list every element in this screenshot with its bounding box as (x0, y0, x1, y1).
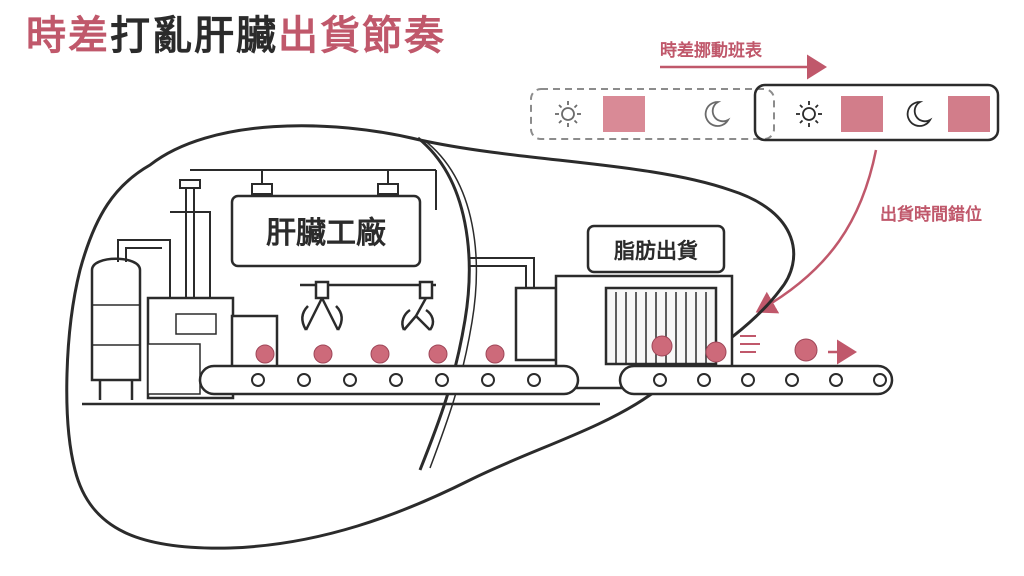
shifted-shipping-label: 出貨時間錯位 (880, 204, 982, 225)
liver-outline (65, 124, 796, 550)
moon-icon (906, 101, 933, 127)
storage-tank (90, 257, 142, 400)
shifted-night-block (948, 96, 990, 132)
liver-lobe-line (417, 136, 471, 471)
title-part-3: 出貨節奏 (278, 13, 446, 59)
original-day-block (603, 96, 645, 132)
shifted-day-block (841, 96, 883, 132)
shift-effect-arrow (755, 149, 878, 314)
page-title: 時差打亂肝臟出貨節奏 (26, 14, 446, 58)
motion-lines (740, 335, 760, 353)
conveyor-rollers (251, 373, 887, 387)
factory-sign (230, 194, 422, 268)
pipes (117, 179, 211, 300)
sun-icon (796, 101, 822, 127)
title-part-1: 時差 (26, 13, 110, 59)
original-schedule (530, 88, 775, 140)
shifted-schedule (753, 83, 1000, 142)
schedule-label: 時差挪動班表 (660, 40, 763, 61)
shipping-sign (586, 224, 726, 274)
robot-arms (300, 280, 436, 331)
sun-icon (555, 101, 581, 127)
title-part-2: 打亂肝臟 (110, 13, 278, 59)
shipping-sign-text: 脂肪出貨 (614, 239, 698, 263)
pipes-right (470, 257, 558, 362)
control-machine (146, 296, 279, 400)
factory-sign-text: 肝臟工廠 (266, 216, 386, 251)
moon-icon (704, 101, 731, 127)
fat-droplets (255, 335, 818, 364)
